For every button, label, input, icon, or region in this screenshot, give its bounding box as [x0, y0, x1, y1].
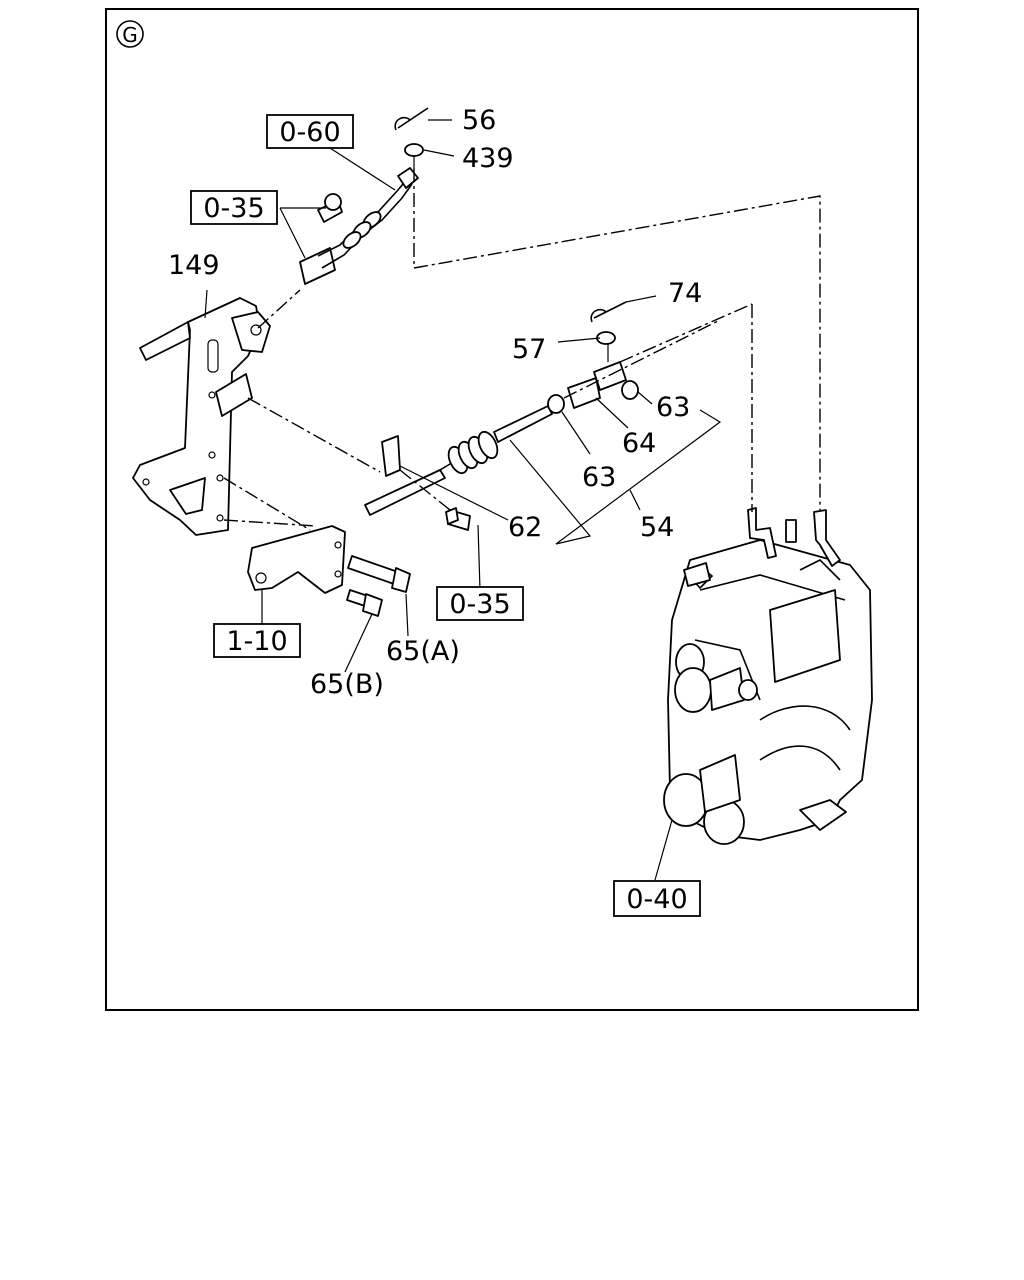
lower-bracket: [247, 525, 346, 594]
bracket-block: [593, 361, 627, 391]
ref-0-35-upper: 0-35: [203, 193, 264, 224]
section-marker: G: [116, 20, 144, 48]
bolt-035-lower: [445, 507, 471, 531]
ref-0-60: 0-60: [279, 117, 340, 148]
callout-64: 64: [622, 428, 656, 459]
mounting-plate: [215, 373, 253, 417]
transmission-housing: [663, 507, 873, 845]
callout-63-upper: 63: [656, 392, 690, 423]
ref-box-0-60: [266, 114, 354, 149]
ref-box-0-40: [613, 880, 701, 917]
callout-65b: 65(B): [310, 669, 384, 700]
section-marker-letter: G: [122, 23, 138, 47]
callout-63-lower: 63: [582, 462, 616, 493]
callout-54: 54: [640, 512, 674, 543]
ref-0-35-lower: 0-35: [449, 589, 510, 620]
clip-74: [590, 301, 627, 323]
washer-439: [404, 143, 424, 157]
bolt-65a: [347, 555, 411, 593]
ref-box-0-35-upper: [190, 190, 278, 225]
callout-149: 149: [168, 250, 220, 281]
clevis-64: [567, 377, 601, 409]
cable-dashline-upper: [257, 289, 301, 329]
upper-cable: [299, 167, 419, 285]
callout-65a: 65(A): [386, 636, 460, 667]
ref-0-40: 0-40: [626, 884, 687, 915]
ref-box-0-35-lower: [436, 586, 524, 621]
callout-74: 74: [668, 278, 702, 309]
clip-56: [394, 107, 429, 131]
ref-box-1-10: [213, 623, 301, 658]
main-cable-54: [364, 405, 553, 516]
ref-1-10: 1-10: [226, 626, 287, 657]
diagram-frame: [105, 8, 919, 1011]
pedal-bracket-149: [132, 297, 271, 536]
callout-62: 62: [508, 512, 542, 543]
nut-63-left: [547, 394, 565, 414]
callout-439: 439: [462, 143, 514, 174]
bolt-65b: [346, 589, 383, 617]
callout-57: 57: [512, 334, 546, 365]
callout-56: 56: [462, 105, 496, 136]
nut-63-right: [621, 380, 639, 400]
